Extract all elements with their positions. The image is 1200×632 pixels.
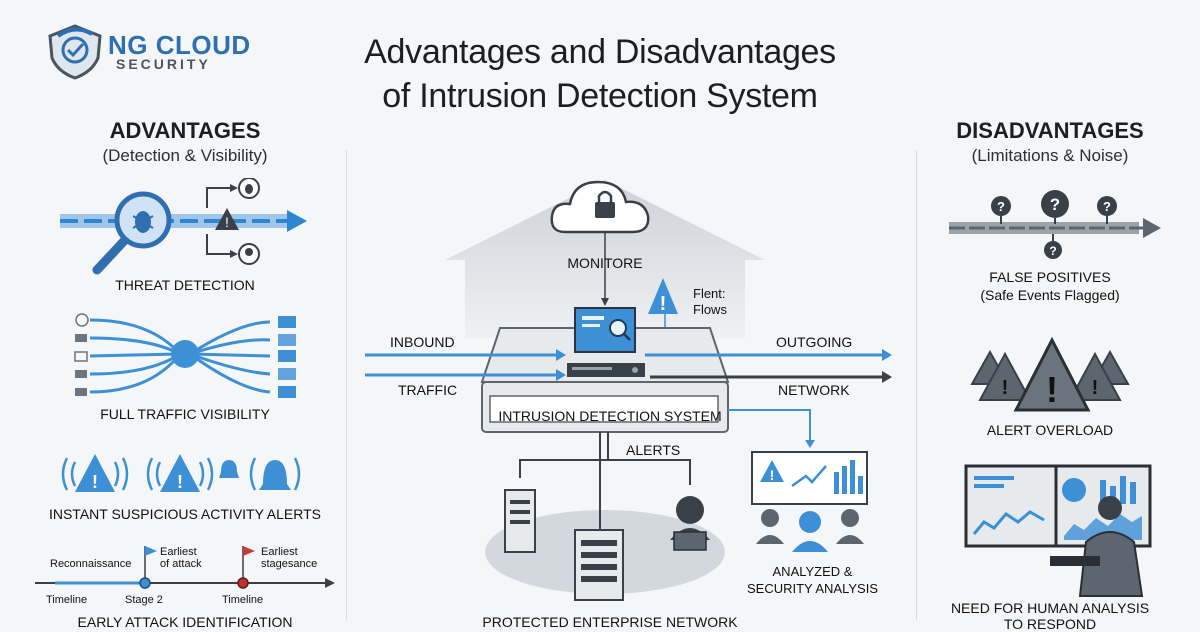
svg-text:?: ?: [1103, 199, 1111, 214]
advantages-heading: ADVANTAGES: [109, 118, 261, 143]
bell-icon: [259, 460, 291, 490]
timeline-earliest-2: Earliest: [261, 546, 298, 558]
title-line-1: Advantages and Disadvantages: [364, 33, 836, 71]
timeline-graphic: [35, 546, 335, 589]
hacker-laptop-icon: [670, 496, 710, 551]
magnifier-bug-icon: [92, 191, 172, 275]
timeline-of-attack: of attack: [160, 558, 202, 570]
svg-text:!: !: [660, 293, 667, 315]
svg-text:?: ?: [1049, 244, 1056, 258]
server-icon: [504, 489, 536, 553]
early-attack-label: EARLY ATTACK IDENTIFICATION: [77, 614, 293, 630]
false-positives-label: FALSE POSITIVES: [989, 269, 1111, 285]
timeline-label-2: Timeline: [222, 594, 264, 606]
disadvantages-heading: DISADVANTAGES: [956, 118, 1144, 143]
advantages-subheading: (Detection & Visibility): [102, 146, 268, 165]
svg-text:!: !: [1046, 369, 1058, 410]
human-analysis-label-2: TO RESPOND: [1003, 616, 1097, 632]
svg-text:!: !: [225, 214, 229, 230]
human-analysis-label-1: NEED FOR HUMAN ANALYSIS: [950, 600, 1150, 616]
flows-label: Flows: [693, 302, 727, 317]
alert-overload-graphic: ! ! !: [970, 336, 1130, 412]
svg-text:!: !: [770, 467, 775, 483]
ids-diagram: ! !: [365, 180, 892, 601]
analyzed-label-2: SECURITY ANALYSIS: [746, 581, 878, 596]
flag-icon: [243, 546, 255, 556]
alert-overload-label: ALERT OVERLOAD: [986, 422, 1114, 438]
ids-label: INTRUSION DETECTION SYSTEM: [498, 408, 722, 424]
monitore-label: MONITORE: [567, 255, 643, 271]
human-analyst-graphic: [964, 464, 1152, 597]
analyzed-label-1: ANALYZED &: [772, 564, 853, 579]
right-divider: [916, 150, 917, 620]
svg-text:?: ?: [997, 199, 1005, 214]
flent-label: Flent:: [693, 286, 726, 301]
analyst-team-icon: [756, 509, 864, 552]
warning-icon: [215, 208, 239, 230]
timeline-label-1: Timeline: [46, 594, 88, 606]
analyst-person-icon: [1050, 496, 1144, 597]
alerts-graphic: ! !: [61, 454, 301, 492]
warning-icon: [648, 278, 678, 314]
svg-text:!: !: [1002, 377, 1009, 399]
svg-text:!: !: [1092, 377, 1099, 399]
alerts-center-label: ALERTS: [626, 442, 681, 458]
shield-logo-icon: [48, 24, 102, 80]
alerts-label: INSTANT SUSPICIOUS ACTIVITY ALERTS: [48, 506, 322, 522]
timeline-reconnaissance: Reconnaissance: [50, 558, 132, 570]
svg-text:!: !: [177, 472, 183, 492]
inbound-label: INBOUND: [390, 334, 455, 350]
protected-network-label: PROTECTED ENTERPRISE NETWORK: [482, 614, 738, 630]
bell-icon: [219, 460, 239, 478]
server-rack-icon: [574, 529, 624, 601]
outgoing-label: OUTGOING: [776, 334, 853, 350]
network-label: NETWORK: [778, 382, 850, 398]
timeline-earliest-1: Earliest: [160, 546, 197, 558]
alert-triangle-icon: [75, 454, 115, 492]
disadvantages-subheading: (Limitations & Noise): [971, 146, 1129, 165]
false-positives-graphic: ? ? ? ?: [949, 190, 1161, 259]
threat-detection-label: THREAT DETECTION: [115, 277, 255, 293]
brand-name: NG CLOUD: [108, 30, 251, 60]
left-divider: [346, 150, 347, 620]
question-marker-icon: ? ? ? ?: [991, 190, 1117, 259]
brand-sub: SECURITY: [116, 56, 211, 72]
threat-detection-graphic: !: [60, 178, 307, 275]
alert-triangle-icon: [1013, 336, 1091, 412]
hub-icon: [171, 340, 199, 368]
title-line-2: of Intrusion Detection System: [382, 77, 818, 115]
svg-text:?: ?: [1050, 195, 1060, 214]
traffic-visibility-label: FULL TRAFFIC VISIBILITY: [100, 406, 270, 422]
cloud-lock-icon: [550, 180, 650, 234]
svg-text:!: !: [92, 472, 98, 492]
timeline-stagesance: stagesance: [261, 558, 318, 570]
brand-logo: [40, 22, 240, 82]
false-positives-sublabel: (Safe Events Flagged): [980, 287, 1120, 303]
flag-icon: [145, 546, 157, 556]
page-title: Advantages and Disadvantages of Intrusio…: [300, 30, 900, 118]
timeline-stage-2: Stage 2: [125, 594, 163, 606]
traffic-label: TRAFFIC: [398, 382, 458, 398]
traffic-visibility-graphic: [74, 313, 296, 398]
